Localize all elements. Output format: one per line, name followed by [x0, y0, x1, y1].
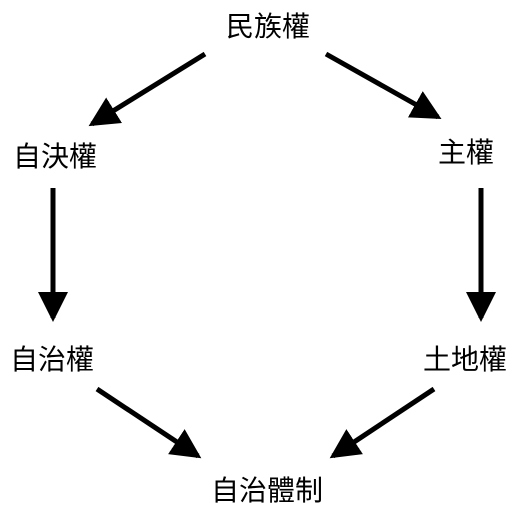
- node-sovereignty: 主權: [437, 136, 495, 169]
- node-self-government: 自治權: [9, 343, 95, 376]
- node-autonomy-system: 自治體制: [210, 474, 324, 507]
- node-self-determination: 自決權: [12, 140, 98, 173]
- node-land-rights: 土地權: [422, 343, 508, 376]
- arrow-ethnic-to-self-determination: [88, 51, 207, 127]
- arrow-self-government-to-autonomy-system: [95, 386, 202, 459]
- node-ethnic-rights: 民族權: [225, 10, 311, 43]
- arrow-ethnic-to-sovereignty: [324, 51, 442, 120]
- arrow-land-rights-to-autonomy-system: [329, 386, 436, 459]
